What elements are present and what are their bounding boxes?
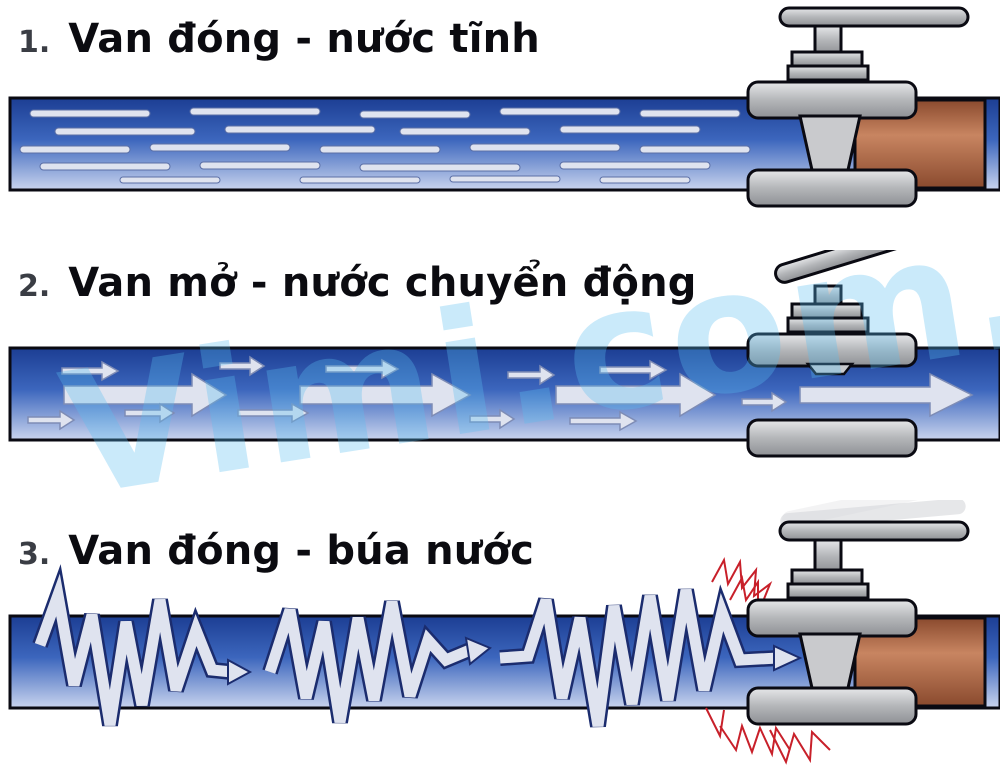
handle-icon [778, 520, 970, 542]
panel-3-drawing [8, 500, 1000, 765]
flow-arrow-icon [555, 372, 717, 418]
panel-3-number: 3. [18, 537, 51, 572]
flow-arrow-icon [799, 372, 974, 418]
shock-wave-icon [705, 556, 831, 765]
panel-2-title: Van mở - nước chuyển động [68, 260, 697, 306]
flow-arrow-icon [219, 355, 266, 377]
panel-1-caption: 1. Van đóng - nước tĩnh [18, 16, 540, 62]
panel-3: 3. Van đóng - búa nước [0, 500, 1000, 775]
panel-1: 1. Van đóng - nước tĩnh [0, 0, 1000, 250]
panel-2-drawing [8, 250, 1000, 458]
flow-arrow-icon [299, 372, 472, 418]
valve-icon [746, 250, 960, 458]
flow-arrow-icon [34, 573, 233, 726]
flow-arrow-icon [741, 391, 788, 413]
panel-3-caption: 3. Van đóng - búa nước [18, 528, 534, 574]
still-water-streaks [19, 107, 751, 184]
panel-2-caption: 2. Van mở - nước chuyển động [18, 260, 697, 306]
flow-arrow-icon [469, 408, 516, 430]
flow-arrow-icon [237, 402, 310, 424]
valve-icon [746, 500, 970, 726]
panel-1-drawing [8, 6, 1000, 208]
flow-arrow-icon [61, 360, 120, 382]
handle-icon [778, 6, 970, 28]
flow-arrow-icon [27, 409, 76, 431]
panel-2-number: 2. [18, 269, 51, 304]
flow-arrow-icon [507, 364, 556, 386]
flow-arrow-icon [599, 359, 668, 381]
flow-arrow-icon [264, 600, 473, 723]
handle-icon [774, 250, 960, 284]
panel-1-title: Van đóng - nước tĩnh [68, 16, 540, 62]
flow-arrow-icon [325, 358, 400, 380]
panel-3-title: Van đóng - búa nước [68, 528, 535, 574]
flow-arrow-icon [124, 402, 176, 424]
flow-arrows [27, 355, 974, 432]
flow-arrow-icon [63, 372, 228, 418]
flow-arrow-icon [499, 589, 779, 727]
pressure-wave-arrows [32, 564, 803, 728]
flow-arrow-icon [569, 410, 638, 432]
panel-2: 2. Van mở - nước chuyển động [0, 250, 1000, 500]
valve-icon [746, 6, 970, 208]
panel-1-number: 1. [18, 25, 51, 60]
